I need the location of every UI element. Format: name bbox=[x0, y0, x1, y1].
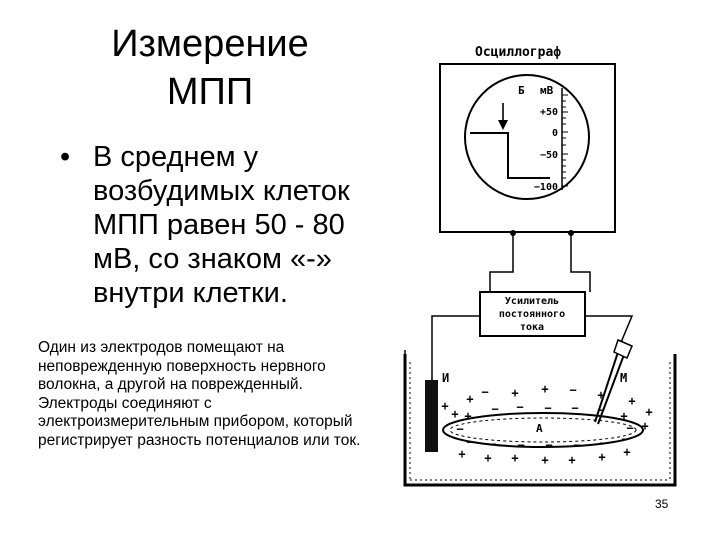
svg-text:+: + bbox=[597, 388, 604, 402]
svg-text:−: − bbox=[599, 436, 606, 450]
title-line-1: Измерение bbox=[111, 23, 309, 65]
wire bbox=[489, 233, 514, 292]
svg-text:+: + bbox=[541, 382, 548, 396]
amplifier-label-line1: Усилитель bbox=[505, 296, 559, 307]
page-number: 35 bbox=[655, 497, 669, 511]
svg-text:−: − bbox=[597, 403, 604, 417]
caption-text: Один из электродов помещают на неповрежд… bbox=[38, 339, 361, 449]
tick-label: −100 bbox=[534, 182, 558, 193]
tick-label: 0 bbox=[552, 128, 558, 139]
electrode-m-label: М bbox=[620, 371, 627, 385]
svg-text:−: − bbox=[571, 401, 578, 415]
svg-text:+: + bbox=[620, 409, 627, 423]
svg-text:−: − bbox=[456, 422, 463, 436]
amplifier-label-line3: тока bbox=[520, 322, 544, 333]
svg-text:+: + bbox=[451, 407, 458, 421]
oscillograph-label: Осциллограф bbox=[475, 45, 561, 60]
svg-text:+: + bbox=[511, 451, 518, 465]
scale-unit-label: мВ bbox=[540, 84, 554, 97]
svg-text:+: + bbox=[641, 419, 648, 433]
svg-text:+: + bbox=[464, 409, 471, 423]
svg-text:+: + bbox=[645, 405, 652, 419]
svg-text:+: + bbox=[628, 394, 635, 408]
svg-text:−: − bbox=[481, 385, 488, 399]
svg-text:+: + bbox=[484, 451, 491, 465]
svg-text:−: − bbox=[466, 435, 473, 449]
fiber-label: А bbox=[536, 422, 543, 435]
nerve-fiber bbox=[442, 412, 644, 448]
tick-label: −50 bbox=[540, 150, 558, 161]
wire-to-electrode-i bbox=[431, 315, 480, 380]
amplifier-box bbox=[479, 291, 586, 337]
svg-text:+: + bbox=[466, 392, 473, 406]
bullet-marker: • bbox=[60, 141, 71, 173]
scale-ticks bbox=[562, 94, 568, 187]
amplifier-label-line2: постоянного bbox=[499, 309, 565, 320]
svg-text:−: − bbox=[626, 421, 633, 435]
potential-trace bbox=[470, 132, 550, 179]
electrode-m bbox=[594, 338, 633, 425]
arrow-down-icon bbox=[498, 120, 508, 130]
bath-vessel bbox=[403, 354, 677, 487]
svg-text:+: + bbox=[598, 450, 605, 464]
oscilloscope-frame bbox=[439, 63, 616, 233]
oscilloscope-screen bbox=[464, 74, 590, 200]
wire-to-electrode-m bbox=[585, 315, 634, 341]
tick-label: +50 bbox=[540, 107, 558, 118]
svg-text:−: − bbox=[489, 437, 496, 451]
scale-b-label: Б bbox=[518, 84, 525, 97]
svg-text:+: + bbox=[623, 445, 630, 459]
svg-text:+: + bbox=[541, 453, 548, 467]
nerve-fiber-membrane bbox=[449, 417, 637, 443]
bullet-point: • В среднем у возбудимых клеток МПП раве… bbox=[60, 140, 390, 310]
svg-text:−: − bbox=[545, 438, 552, 452]
svg-text:−: − bbox=[569, 383, 576, 397]
title-line-2: МПП bbox=[166, 71, 254, 113]
electrode-i-label: И bbox=[442, 371, 449, 385]
membrane-charges: +−+ +−+ +++ −−− −−+ −− −−− −−− −++ +++ +… bbox=[441, 382, 652, 467]
slide-title: Измерение МПП bbox=[60, 20, 360, 116]
svg-text:−: − bbox=[516, 400, 523, 414]
svg-text:+: + bbox=[441, 399, 448, 413]
svg-text:−: − bbox=[517, 438, 524, 452]
electrode-i bbox=[425, 380, 438, 452]
svg-text:−: − bbox=[491, 402, 498, 416]
svg-text:+: + bbox=[458, 447, 465, 461]
svg-text:−: − bbox=[621, 432, 628, 446]
bullet-text: В среднем у возбудимых клеток МПП равен … bbox=[93, 141, 350, 309]
svg-text:+: + bbox=[568, 453, 575, 467]
svg-text:−: − bbox=[544, 401, 551, 415]
svg-text:+: + bbox=[511, 386, 518, 400]
wire bbox=[570, 233, 591, 292]
svg-text:−: − bbox=[573, 438, 580, 452]
